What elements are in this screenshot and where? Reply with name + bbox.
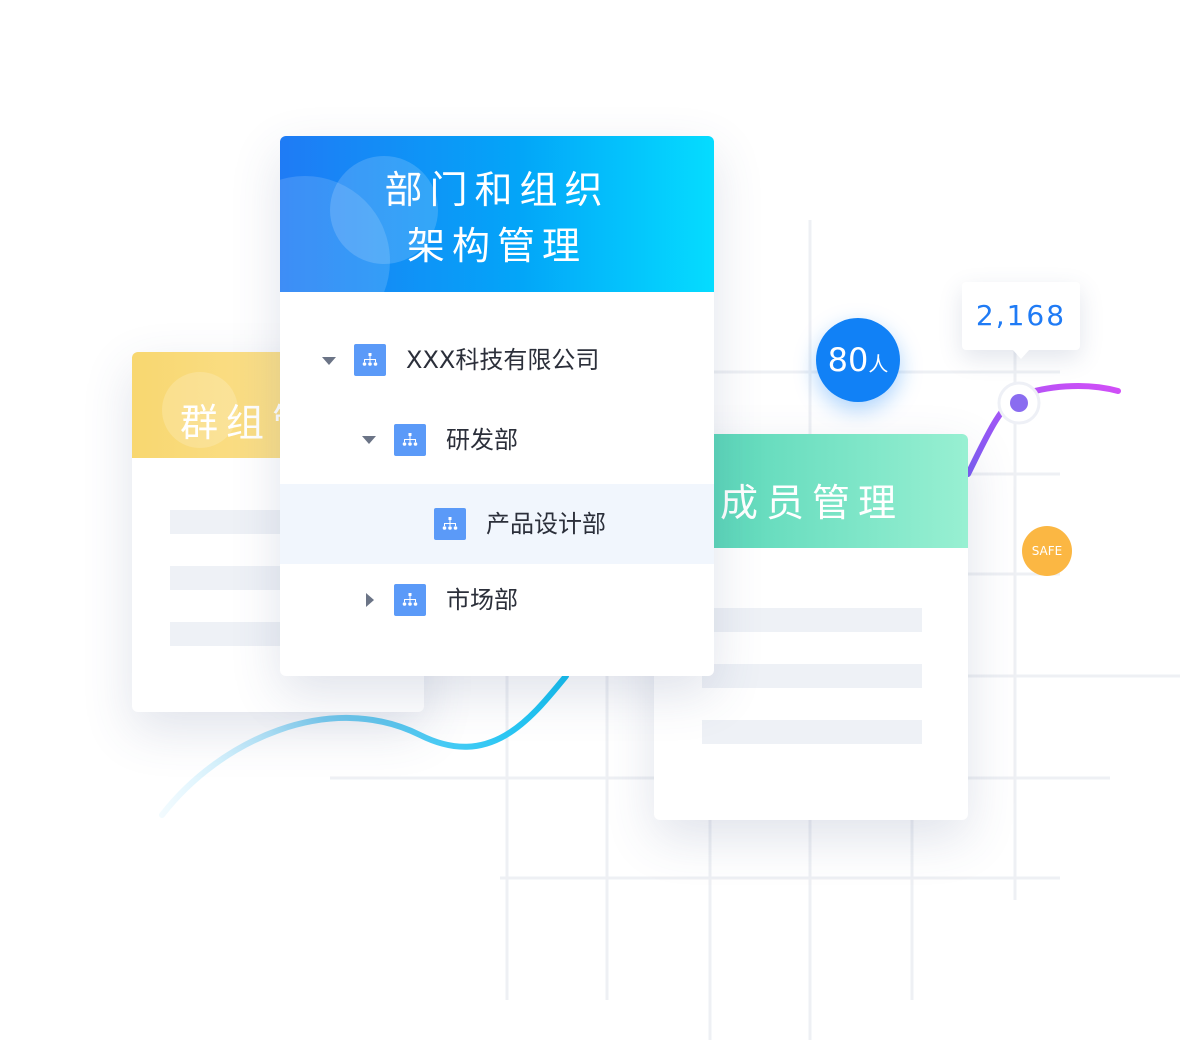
org-structure-card[interactable]: 部门和组织 架构管理 XXX科技有限公司 研发部 产品设计部 市场部 (280, 136, 714, 676)
placeholder-line (702, 720, 922, 744)
org-chart-icon (354, 344, 386, 376)
people-unit: 人 (868, 352, 889, 376)
org-title-line-2: 架构管理 (406, 224, 587, 268)
safe-badge: SAFE (1022, 526, 1072, 576)
org-title-line-1: 部门和组织 (384, 168, 610, 212)
tooltip-pointer (1012, 349, 1030, 359)
tree-label: 产品设计部 (486, 510, 606, 538)
tree-node-marketing[interactable]: 市场部 (280, 560, 714, 640)
placeholder-line (170, 566, 290, 590)
org-chart-icon (434, 508, 466, 540)
purple-trend-curve (965, 383, 1121, 477)
member-card-title: 成员管理 (720, 481, 905, 525)
placeholder-line (702, 664, 922, 688)
people-count-badge: 80人 (816, 318, 900, 402)
tree-node-product-design[interactable]: 产品设计部 (280, 484, 714, 564)
tree-label: XXX科技有限公司 (406, 346, 600, 374)
org-card-title: 部门和组织 架构管理 (280, 162, 714, 274)
tree-label: 市场部 (446, 586, 518, 614)
caret-down-icon[interactable] (322, 357, 336, 365)
org-chart-icon (394, 424, 426, 456)
org-card-header: 部门和组织 架构管理 (280, 136, 714, 292)
placeholder-line (170, 622, 290, 646)
tree-label: 研发部 (446, 426, 518, 454)
org-chart-icon (394, 584, 426, 616)
curve-point (1010, 394, 1028, 412)
value-tooltip: 2,168 (962, 282, 1080, 350)
tree-node-company[interactable]: XXX科技有限公司 (280, 320, 714, 400)
caret-down-icon[interactable] (362, 436, 376, 444)
people-count: 80 (827, 341, 869, 379)
placeholder-line (170, 510, 290, 534)
tree-node-rnd[interactable]: 研发部 (280, 400, 714, 480)
blue-trend-curve (159, 673, 569, 818)
caret-right-icon[interactable] (366, 593, 374, 607)
placeholder-line (702, 608, 922, 632)
